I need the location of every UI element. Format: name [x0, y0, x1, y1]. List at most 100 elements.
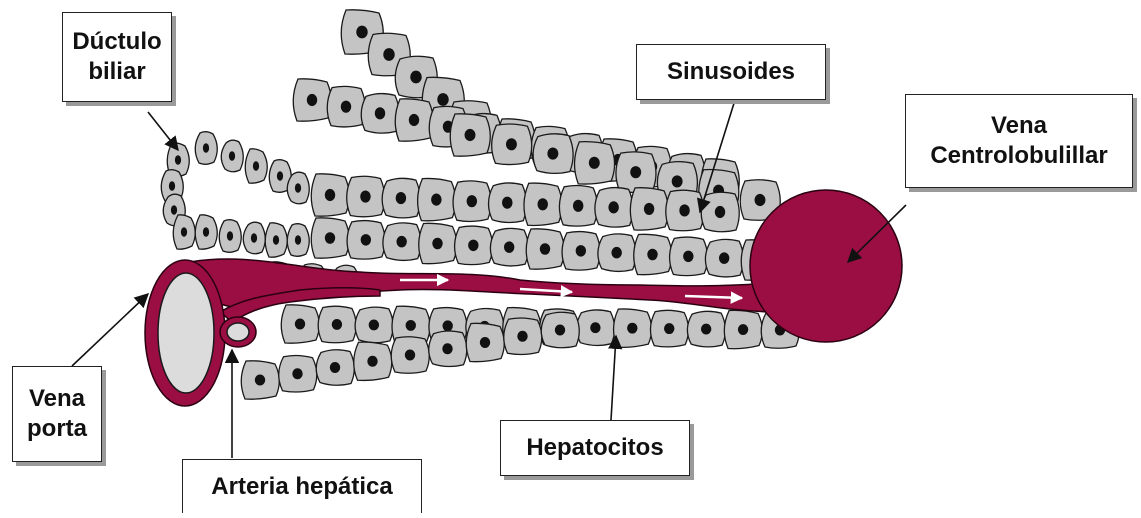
ductule-cell: [219, 220, 241, 253]
label-vena-porta-line1: Vena: [29, 384, 85, 414]
nucleus: [255, 375, 265, 386]
hepatic-artery-lumen: [227, 323, 249, 341]
nucleus: [576, 245, 586, 257]
upper-cord-2-cell: [395, 99, 433, 141]
nucleus: [555, 325, 565, 336]
nucleus: [664, 323, 674, 334]
nucleus: [405, 350, 415, 361]
nucleus: [253, 161, 259, 171]
upper-cord-3-cell: [492, 124, 532, 165]
mid-cord-1-cell: [347, 176, 385, 217]
nucleus: [396, 192, 406, 204]
pointer-ductulo: [148, 112, 178, 150]
mid-cord-2-cell: [670, 237, 708, 276]
mid-cord-1-cell: [701, 192, 739, 232]
upper-cord-2-cell: [327, 86, 365, 127]
nucleus: [361, 234, 371, 246]
nucleus: [431, 194, 441, 206]
lower-cord-1-cell: [355, 307, 393, 343]
label-arteria-hepatica: Arteria hepática: [182, 459, 422, 513]
mid-cord-1-cell: [524, 183, 562, 225]
nucleus: [627, 323, 637, 334]
lower-cord-2-cell: [279, 355, 317, 392]
lower-cord-2-cell: [504, 318, 542, 355]
nucleus: [480, 337, 490, 348]
nucleus: [175, 155, 181, 165]
nucleus: [608, 201, 618, 213]
nucleus: [672, 175, 683, 187]
nucleus: [719, 252, 729, 264]
nucleus: [467, 195, 477, 207]
nucleus: [396, 236, 406, 248]
nucleus: [755, 194, 766, 206]
nucleus: [332, 319, 342, 330]
nucleus: [356, 26, 367, 39]
ductule-cell: [265, 223, 287, 257]
lower-cord-1-cell: [650, 310, 688, 347]
label-vena-centrolobulillar: Vena Centrolobulillar: [905, 94, 1133, 188]
nucleus: [504, 241, 514, 253]
nucleus: [229, 151, 235, 161]
lower-cord-2-cell: [316, 350, 354, 386]
lower-cord-2-cell: [466, 323, 504, 361]
mid-cord-1-cell: [630, 188, 668, 230]
nucleus: [502, 197, 512, 209]
mid-cord-2-cell: [634, 234, 672, 274]
label-vena-porta: Vena porta: [12, 366, 102, 462]
nucleus: [203, 143, 209, 153]
mid-cord-1-cell: [418, 178, 456, 220]
ductule-cell: [195, 132, 217, 165]
nucleus: [715, 206, 725, 218]
nucleus: [437, 93, 448, 106]
ductule-cell: [243, 222, 265, 254]
upper-cord-3-cell: [533, 134, 573, 174]
nucleus: [701, 324, 711, 335]
nucleus: [442, 343, 452, 354]
mid-cord-1-cell: [666, 190, 704, 231]
nucleus: [251, 233, 257, 243]
nucleus: [590, 322, 600, 333]
lower-cord-1-cell: [577, 310, 615, 346]
nucleus: [181, 227, 187, 237]
nucleus: [369, 319, 379, 330]
nucleus: [538, 198, 548, 210]
mid-cord-1-cell: [489, 183, 527, 223]
label-vena-porta-line2: porta: [27, 414, 87, 444]
lower-cord-1-cell: [724, 310, 762, 348]
ductule-cell: [245, 149, 267, 183]
mid-cord-1-cell: [595, 188, 633, 228]
nucleus: [406, 320, 416, 331]
label-hepatocitos: Hepatocitos: [500, 420, 690, 476]
lower-cord-1-cell: [318, 306, 356, 343]
nucleus: [630, 166, 641, 178]
mid-cord-2-cell: [419, 223, 457, 263]
lower-cord-1-cell: [614, 309, 652, 347]
label-vena-centro-line2: Centrolobulillar: [930, 141, 1107, 171]
nucleus: [295, 183, 301, 193]
nucleus: [277, 171, 283, 181]
label-vena-centro-line1: Vena: [991, 111, 1047, 141]
lower-cord-1-cell: [281, 305, 319, 343]
nucleus: [738, 324, 748, 335]
mid-cord-2-cell: [562, 232, 600, 271]
ductule-cell: [195, 215, 217, 249]
nucleus: [295, 319, 305, 330]
upper-cord-3-cell: [616, 152, 656, 193]
nucleus: [341, 101, 351, 113]
portal-vein-lumen: [158, 273, 214, 393]
nucleus: [465, 129, 476, 141]
nucleus: [273, 235, 279, 245]
nucleus: [432, 238, 442, 250]
nucleus: [307, 94, 317, 106]
nucleus: [203, 227, 209, 237]
nucleus: [171, 205, 177, 215]
label-ductulo-biliar: Dúctulo biliar: [62, 12, 172, 102]
mid-cord-2-cell: [598, 234, 636, 272]
mid-cord-2-cell: [347, 221, 385, 260]
mid-cord-2-cell: [705, 239, 743, 277]
ductule-cell: [173, 215, 195, 249]
nucleus: [367, 356, 377, 367]
mid-cord-1-cell: [559, 186, 597, 227]
mid-cord-2-cell: [383, 223, 421, 261]
upper-cord-3-cell: [575, 142, 615, 184]
